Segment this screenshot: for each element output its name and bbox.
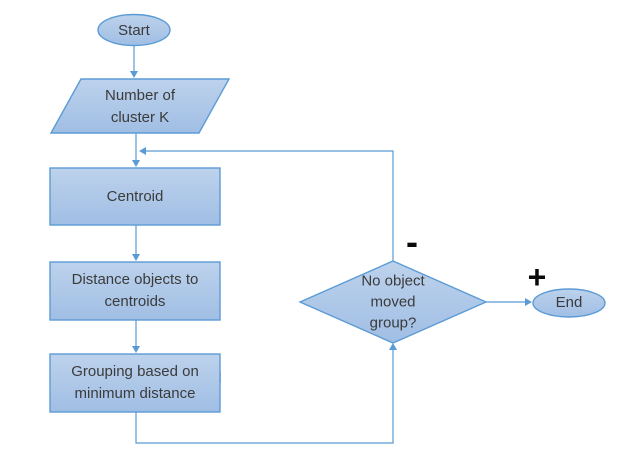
arrowhead — [132, 346, 140, 353]
arrowhead — [132, 160, 140, 167]
start-terminator-shape — [97, 13, 171, 47]
arrowhead — [139, 147, 146, 155]
connector-start-to-input — [130, 46, 138, 78]
connector-decision-to-end — [486, 298, 532, 306]
input-parallelogram-shape — [49, 78, 231, 134]
connector-decision-loop-back — [139, 147, 394, 261]
process-grouping-shape — [49, 353, 221, 413]
connector-input-to-centroid — [132, 133, 140, 167]
arrowhead — [525, 298, 532, 306]
decision-diamond-shape — [298, 260, 488, 344]
connector-grouping-to-decision — [135, 343, 397, 444]
connector-centroid-to-distance — [132, 225, 140, 261]
connector-distance-to-grouping — [132, 320, 140, 353]
arrowhead — [130, 71, 138, 78]
arrowhead — [389, 343, 397, 350]
end-terminator-shape — [532, 288, 606, 318]
process-distance-shape — [49, 261, 221, 321]
process-centroid-shape — [49, 167, 221, 226]
arrowhead — [132, 254, 140, 261]
